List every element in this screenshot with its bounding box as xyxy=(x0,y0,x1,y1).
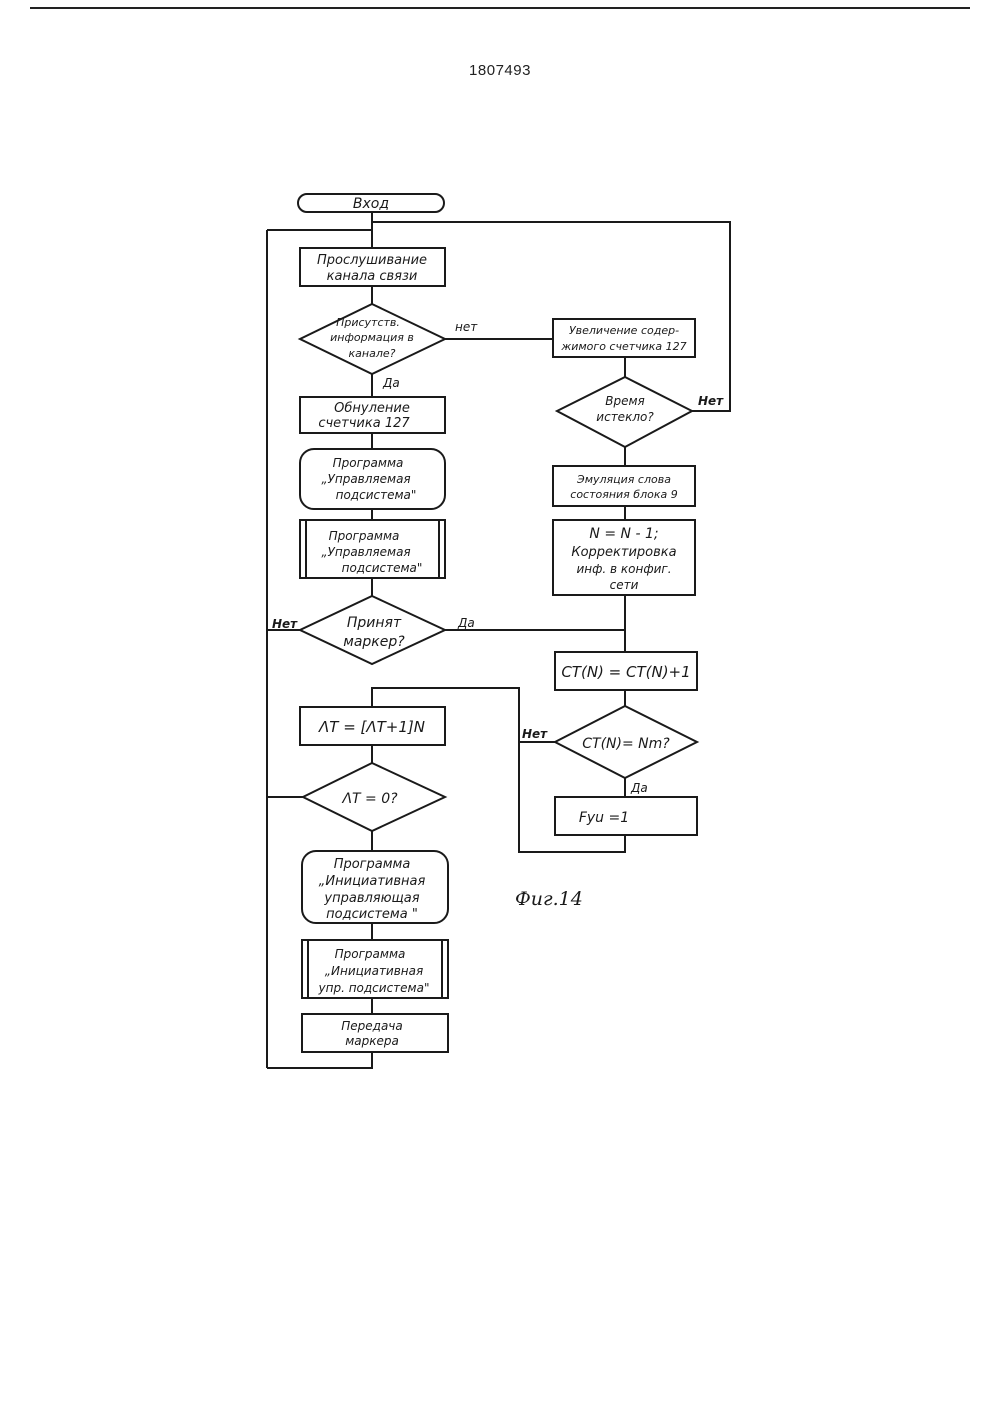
dt-formula-label: ΛT = [ΛT+1]N xyxy=(318,718,425,736)
program-managed-2-line-1: Программа xyxy=(329,529,400,543)
time-expired-line-1: Время xyxy=(605,394,645,408)
pass-marker-line-2: маркера xyxy=(345,1034,399,1048)
branch-label-no-marker: Нет xyxy=(272,617,298,631)
program-initiative-1-line-3: управляющая xyxy=(323,891,419,906)
emulation-line-1: Эмуляция слова xyxy=(576,473,671,486)
emulation-line-2: состояния блока 9 xyxy=(570,488,677,501)
branch-label-yes-marker: Да xyxy=(457,616,475,630)
info-present-line-2: информация в xyxy=(330,331,414,344)
branch-label-no-ct: Нет xyxy=(522,727,548,741)
ct-increment-label: CT(N) = CT(N)+1 xyxy=(561,663,690,681)
branch-label-no-info: нет xyxy=(455,320,478,334)
listen-channel-line-1: Прослушивание xyxy=(317,253,427,268)
reset-counter-line-1: Обнуление xyxy=(334,401,410,416)
correction-line-2: Корректировка xyxy=(571,545,676,560)
program-managed-2-line-3: подсистема" xyxy=(342,561,423,575)
program-initiative-2-line-2: „Инициативная xyxy=(325,964,423,978)
increment-counter-line-1: Увеличение содер- xyxy=(569,324,679,337)
program-initiative-2-line-1: Программа xyxy=(335,947,406,961)
marker-received-line-1: Принят xyxy=(347,615,402,631)
time-expired-line-2: истекло? xyxy=(596,410,654,424)
correction-line-1: N = N - 1; xyxy=(589,526,658,542)
fyu-label: Fyu =1 xyxy=(579,810,629,826)
program-managed-1-line-1: Программа xyxy=(333,456,404,470)
entry-label: Вход xyxy=(353,196,389,212)
correction-line-3: инф. в конфиг. xyxy=(576,562,671,576)
program-managed-1-line-2: „Управляемая xyxy=(321,472,410,486)
info-present-line-3: канале? xyxy=(349,347,396,360)
correction-line-4: сети xyxy=(610,578,639,592)
marker-received-line-2: маркер? xyxy=(343,634,405,650)
branch-label-yes-ct: Да xyxy=(630,781,648,795)
program-initiative-2-line-3: упр. подсистема" xyxy=(318,981,430,995)
connector-time-no-loop xyxy=(372,222,730,411)
program-initiative-1-line-2: „Инициативная xyxy=(319,874,426,889)
increment-counter-line-2: жимого счетчика 127 xyxy=(560,340,686,353)
program-managed-1-line-3: подсистема" xyxy=(336,488,417,502)
connector-bottom-loop xyxy=(267,1052,372,1068)
info-present-line-1: Присутств. xyxy=(336,316,400,329)
dt-zero-label: ΛT = 0? xyxy=(341,791,398,807)
program-initiative-1-line-1: Программа xyxy=(334,857,411,872)
program-managed-2-line-2: „Управляемая xyxy=(321,545,410,559)
branch-label-yes-info: Да xyxy=(382,376,400,390)
reset-counter-line-2: счетчика 127 xyxy=(318,416,410,431)
ct-compare-label: CT(N)= Nm? xyxy=(582,736,670,752)
pass-marker-line-1: Передача xyxy=(341,1019,403,1033)
branch-label-no-time: Нет xyxy=(698,394,724,408)
program-initiative-1-line-4: подсистема " xyxy=(326,907,418,922)
figure-caption: Фиг.14 xyxy=(515,888,583,910)
listen-channel-line-2: канала связи xyxy=(327,269,418,284)
